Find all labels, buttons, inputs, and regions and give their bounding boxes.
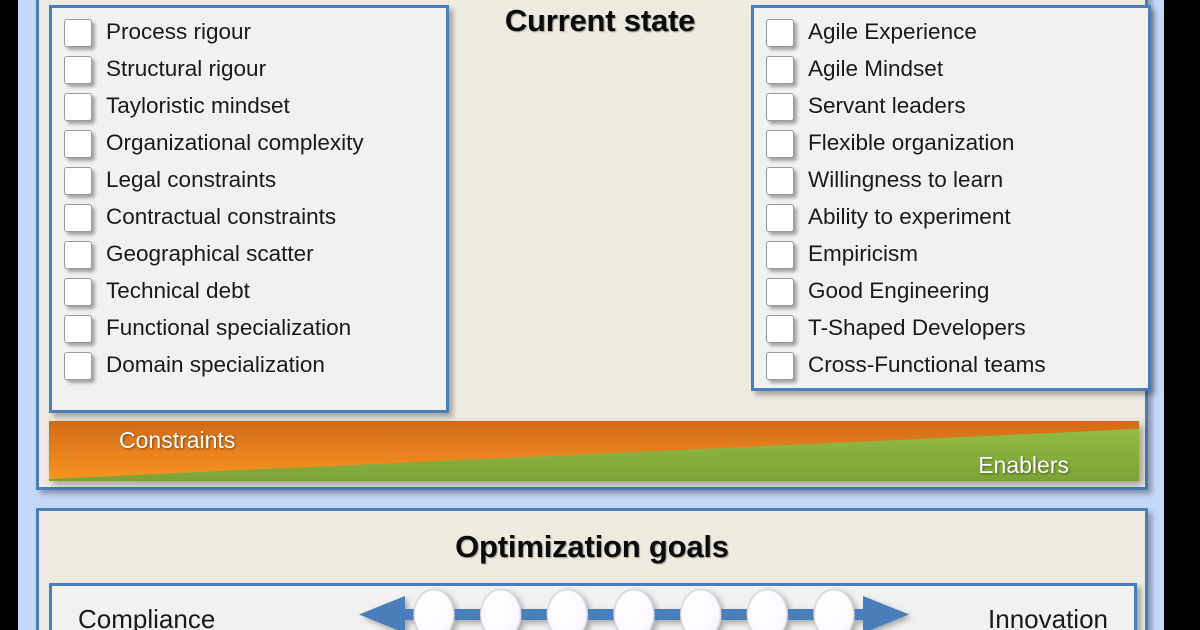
scale-left-label: Compliance — [78, 604, 216, 630]
list-item[interactable]: Structural rigour — [52, 51, 446, 88]
enabler-item-label: Willingness to learn — [808, 167, 1004, 193]
enablers-wedge — [49, 429, 1139, 481]
list-item[interactable]: Organizational complexity — [52, 125, 446, 162]
scale-node[interactable] — [546, 588, 589, 630]
checkbox-icon[interactable] — [64, 166, 92, 195]
list-item[interactable]: Geographical scatter — [52, 236, 446, 273]
scale-right-label: Innovation — [988, 604, 1108, 630]
scale-node[interactable] — [746, 588, 789, 630]
compliance-innovation-slider[interactable] — [349, 586, 919, 630]
arrow-right-head — [863, 596, 909, 630]
enabler-item-label: Ability to experiment — [808, 204, 1011, 230]
enablers-band-label: Enablers — [978, 452, 1069, 478]
checkbox-icon[interactable] — [64, 18, 92, 47]
optimization-scale-box: Compliance — [49, 583, 1137, 630]
arrow-left-head — [359, 596, 405, 630]
enabler-item-label: T-Shaped Developers — [808, 315, 1026, 341]
list-item[interactable]: Agile Mindset — [754, 51, 1148, 88]
enabler-item-label: Empiricism — [808, 241, 918, 267]
constraints-wedge — [49, 421, 1139, 479]
constraints-band-label: Constraints — [119, 427, 236, 453]
checkbox-icon[interactable] — [64, 92, 92, 121]
list-item[interactable]: Functional specialization — [52, 310, 446, 347]
checkbox-icon[interactable] — [766, 92, 794, 121]
list-item[interactable]: Agile Experience — [754, 14, 1148, 51]
checkbox-icon[interactable] — [766, 314, 794, 343]
checkbox-icon[interactable] — [766, 277, 794, 306]
checkbox-icon[interactable] — [766, 55, 794, 84]
checkbox-icon[interactable] — [766, 166, 794, 195]
optimization-goals-panel: Optimization goals Compliance — [36, 508, 1148, 630]
constraint-item-label: Functional specialization — [106, 315, 352, 341]
constraint-item-label: Tayloristic mindset — [106, 93, 290, 119]
scale-node[interactable] — [613, 588, 655, 630]
list-item[interactable]: Good Engineering — [754, 273, 1148, 310]
constraint-item-label: Geographical scatter — [106, 241, 314, 267]
checkbox-icon[interactable] — [766, 351, 794, 380]
constraint-item-label: Legal constraints — [106, 167, 277, 193]
constraints-enablers-band: Constraints Enablers — [49, 421, 1139, 483]
checkbox-icon[interactable] — [64, 240, 92, 269]
checkbox-icon[interactable] — [64, 129, 92, 158]
checkbox-icon[interactable] — [64, 351, 92, 380]
list-item[interactable]: Domain specialization — [52, 347, 446, 384]
list-item[interactable]: Willingness to learn — [754, 162, 1148, 199]
enabler-item-label: Flexible organization — [808, 130, 1015, 156]
checkbox-icon[interactable] — [766, 203, 794, 232]
list-item[interactable]: Tayloristic mindset — [52, 88, 446, 125]
constraint-item-label: Organizational complexity — [106, 130, 364, 156]
constraint-item-label: Structural rigour — [106, 56, 267, 82]
list-item[interactable]: Legal constraints — [52, 162, 446, 199]
page-title: Current state — [504, 3, 696, 38]
constraint-item-label: Domain specialization — [106, 352, 325, 378]
scale-node[interactable] — [679, 588, 722, 630]
enabler-item-label: Cross-Functional teams — [808, 352, 1046, 378]
checkbox-icon[interactable] — [64, 277, 92, 306]
enabler-item-label: Agile Experience — [808, 19, 977, 45]
list-item[interactable]: Empiricism — [754, 236, 1148, 273]
constraint-item-label: Process rigour — [106, 19, 252, 45]
constraint-item-label: Technical debt — [106, 278, 250, 304]
scale-node[interactable] — [413, 588, 455, 630]
checkbox-icon[interactable] — [64, 314, 92, 343]
checkbox-icon[interactable] — [64, 55, 92, 84]
scale-node[interactable] — [813, 588, 855, 630]
list-item[interactable]: Servant leaders — [754, 88, 1148, 125]
scale-node[interactable] — [479, 588, 522, 630]
checkbox-icon[interactable] — [64, 203, 92, 232]
constraint-item-label: Contractual constraints — [106, 204, 337, 230]
list-item[interactable]: Cross-Functional teams — [754, 347, 1148, 384]
list-item[interactable]: Technical debt — [52, 273, 446, 310]
list-item[interactable]: T-Shaped Developers — [754, 310, 1148, 347]
checkbox-icon[interactable] — [766, 129, 794, 158]
optimization-goals-title: Optimization goals — [455, 529, 729, 564]
list-item[interactable]: Process rigour — [52, 14, 446, 51]
list-item[interactable]: Flexible organization — [754, 125, 1148, 162]
list-item[interactable]: Contractual constraints — [52, 199, 446, 236]
enabler-item-label: Servant leaders — [808, 93, 966, 119]
enabler-item-label: Agile Mindset — [808, 56, 944, 82]
enabler-item-label: Good Engineering — [808, 278, 990, 304]
checkbox-icon[interactable] — [766, 18, 794, 47]
checkbox-icon[interactable] — [766, 240, 794, 269]
list-item[interactable]: Ability to experiment — [754, 199, 1148, 236]
